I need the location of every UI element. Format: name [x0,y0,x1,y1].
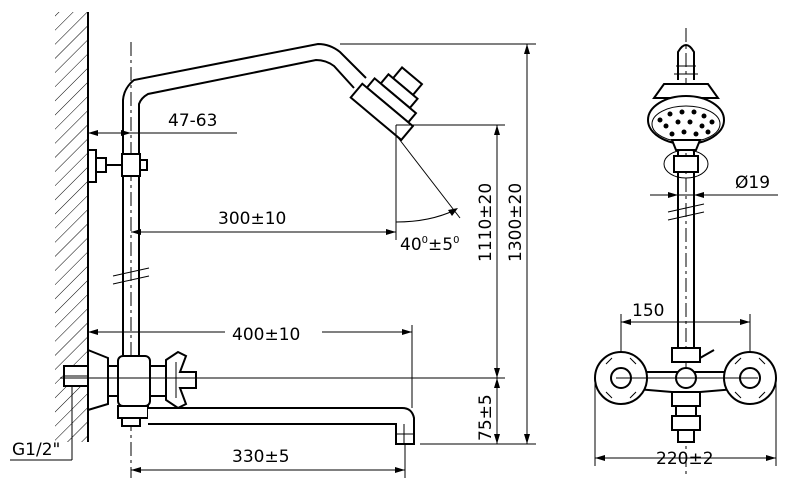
shower-head-side [349,66,424,142]
label-angle-tol: ±5 [428,235,453,255]
dim-arm-reach: 300±10 [131,125,397,240]
label-overall-width: 220±2 [656,449,714,469]
front-riser [663,149,709,350]
dim-inlet-spacing: 150 [620,301,751,352]
side-dimensions: 47-63 300±10 400±50 1110±20 [10,43,536,478]
front-dimensions: Ø19 150 220±2 [594,173,778,469]
label-inlet-spacing: 150 [632,301,664,321]
label-spout-reach: 400±10 [232,325,300,345]
label-riser-height: 1110±20 [476,183,496,262]
dim-thread: G1/2" [10,386,73,461]
dim-pipe-diameter: Ø19 [650,173,778,198]
dim-angle: 400±50 [395,134,461,255]
dim-spout-reach: 400±10 [88,325,413,408]
spout [148,407,415,445]
label-pipe-diameter: Ø19 [735,173,770,193]
label-arm-reach: 300±10 [218,209,286,229]
side-view [60,42,505,478]
dim-spout-height: 75±5 [476,378,500,444]
shower-head-front [647,83,725,151]
shower-arm [122,42,367,125]
front-arm-top [677,44,695,80]
label-angle-degree: 0 [422,235,428,246]
svg-text:400±50: 400±50 [400,235,459,255]
label-spout-height: 75±5 [476,394,496,441]
front-view [594,28,777,478]
dim-overall-width: 220±2 [594,380,777,469]
mixer-front [594,347,777,443]
label-wall-offset: 47-63 [168,111,217,131]
label-spout-length: 330±5 [232,447,290,467]
label-angle-tol-degree: 0 [453,235,459,246]
mixer-body-side [63,348,197,427]
dim-total-height: 1300±20 [340,43,536,445]
dim-riser-height: 1110±20 [396,124,505,378]
label-thread: G1/2" [12,440,60,460]
label-total-height: 1300±20 [506,183,526,262]
dim-wall-offset: 47-63 [88,111,237,136]
dim-spout-length: 330±5 [131,444,406,478]
wall-bracket [87,149,148,183]
label-angle-value: 40 [400,235,422,255]
